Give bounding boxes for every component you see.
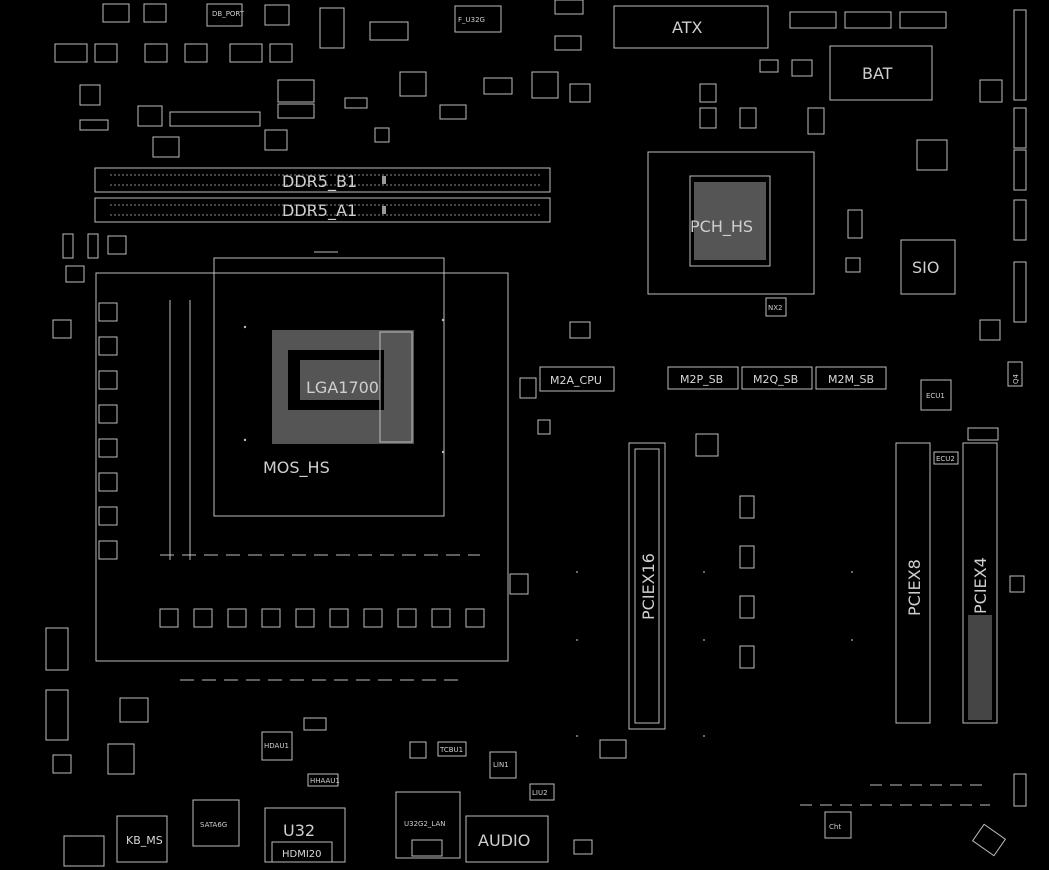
pch-heatsink: PCH_HS NX2 xyxy=(647,151,815,317)
super-io-chip: SIO xyxy=(845,139,1027,341)
atx-label: ATX xyxy=(672,18,702,37)
ecu2-label: ECU2 xyxy=(936,455,955,463)
db-port-label: DB_PORT xyxy=(212,10,245,18)
lga1700-socket: LGA1700 xyxy=(272,330,414,444)
hhaau1-label: HHAAU1 xyxy=(310,777,340,785)
m2-slot-q: M2Q_SB xyxy=(741,366,813,390)
ddr5-slot-b1: DDR5_B1 xyxy=(94,167,551,193)
top-left-components: DB_PORT F_U32G xyxy=(54,0,591,158)
battery: BAT xyxy=(829,45,933,101)
audio-jack: AUDIO xyxy=(465,815,549,863)
tcbu1-label: TCBU1 xyxy=(439,746,463,754)
hdmi20-label: HDMI20 xyxy=(282,849,322,860)
audio-label: AUDIO xyxy=(478,831,530,850)
ecu1-label: ECU1 xyxy=(926,392,945,400)
ddr5-a1-label: DDR5_A1 xyxy=(282,201,357,221)
mos-hs-label: MOS_HS xyxy=(263,458,330,478)
u32-hdmi-port: U32 HDMI20 xyxy=(264,807,346,863)
pciex16-label: PCIEX16 xyxy=(639,553,658,620)
ddr5-slot-a1: DDR5_A1 xyxy=(94,197,551,223)
pciex4-slot: PCIEX4 xyxy=(962,442,998,724)
vias xyxy=(243,318,853,737)
usb-lan-port: U32G2_LAN xyxy=(395,791,461,859)
m2a-cpu-label: M2A_CPU xyxy=(550,374,602,387)
kb-ms-port: KB_MS xyxy=(63,815,168,867)
nx2-label: NX2 xyxy=(768,304,783,312)
ecu-chips: ECU1 ECU2 Q4 xyxy=(920,361,1023,465)
u32g2-lan-label: U32G2_LAN xyxy=(404,820,446,828)
usb-port-label: SATA6G xyxy=(200,821,227,829)
f-u32g-label: F_U32G xyxy=(458,16,485,24)
pch-label: PCH_HS xyxy=(690,217,753,237)
hdau1-label: HDAU1 xyxy=(264,742,289,750)
m2p-sb-label: M2P_SB xyxy=(680,373,723,386)
bat-label: BAT xyxy=(862,64,893,83)
pciex8-slot: PCIEX8 xyxy=(895,442,931,724)
u32-label: U32 xyxy=(283,821,315,840)
bottom-io-components: HDAU1 HHAAU1 TCBU1 LIN1 LIU2 xyxy=(107,697,627,855)
bottom-right-components: Cht xyxy=(800,575,1027,857)
left-edge-components xyxy=(45,233,127,774)
m2m-sb-label: M2M_SB xyxy=(828,373,874,386)
vrm-chokes-bottom xyxy=(159,554,485,681)
pciex8-label: PCIEX8 xyxy=(905,559,924,616)
usb-port-block: SATA6G xyxy=(192,799,240,847)
m2-slot-m: M2M_SB xyxy=(815,366,887,390)
pciex16-slot: PCIEX16 xyxy=(628,442,666,730)
q4-label: Q4 xyxy=(1012,373,1020,384)
cpu-vrm-region: MOS_HS xyxy=(95,251,509,662)
kb-ms-label: KB_MS xyxy=(126,834,163,847)
pciex4-label: PCIEX4 xyxy=(971,557,990,614)
m2-slot-cpu: M2A_CPU xyxy=(539,366,615,392)
m2-slot-p: M2P_SB xyxy=(667,366,739,390)
m2q-sb-label: M2Q_SB xyxy=(753,373,798,386)
top-right-headers xyxy=(699,9,1027,149)
ddr5-b1-label: DDR5_B1 xyxy=(282,172,357,192)
liu2-label: LIU2 xyxy=(532,789,548,797)
sio-label: SIO xyxy=(912,258,939,277)
lga1700-label: LGA1700 xyxy=(306,378,379,397)
lin1-label: LIN1 xyxy=(493,761,509,769)
cht-label: Cht xyxy=(829,823,841,831)
vrm-chokes-left xyxy=(98,300,191,560)
atx-connector: ATX xyxy=(613,5,769,49)
middle-small-components xyxy=(509,321,755,669)
